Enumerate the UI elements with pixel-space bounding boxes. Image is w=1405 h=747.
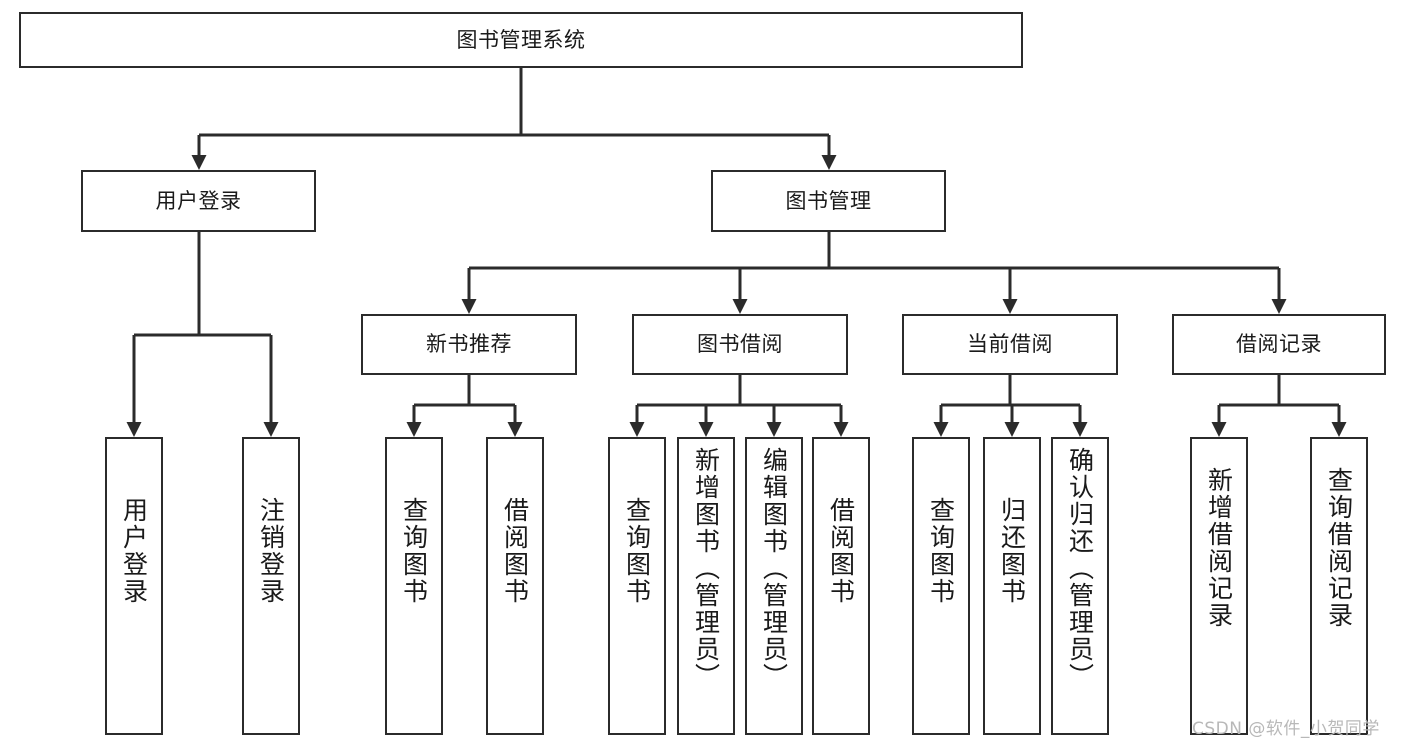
arrowhead bbox=[698, 422, 714, 437]
arrowhead bbox=[1002, 299, 1018, 314]
node-root[interactable]: 图书管理系统 bbox=[19, 12, 1023, 68]
arrowhead bbox=[933, 422, 949, 437]
arrowhead bbox=[263, 422, 279, 437]
arrowhead bbox=[1072, 422, 1088, 437]
node-label: 注销登录 bbox=[256, 497, 286, 605]
node-records[interactable]: 借阅记录 bbox=[1172, 314, 1386, 375]
node-label: 新增图书（管理员） bbox=[691, 447, 721, 690]
arrowhead bbox=[766, 422, 782, 437]
node-leaf1[interactable]: 用户登录 bbox=[105, 437, 163, 735]
node-label: 图书借阅 bbox=[697, 332, 783, 357]
arrowhead bbox=[629, 422, 645, 437]
arrowhead bbox=[821, 155, 837, 170]
node-leaf2[interactable]: 注销登录 bbox=[242, 437, 300, 735]
node-leaf11[interactable]: 确认归还（管理员） bbox=[1051, 437, 1109, 735]
arrowhead bbox=[507, 422, 523, 437]
node-label: 新书推荐 bbox=[426, 332, 512, 357]
node-borrow[interactable]: 图书借阅 bbox=[632, 314, 848, 375]
node-label: 图书管理 bbox=[785, 188, 872, 213]
arrowhead bbox=[1211, 422, 1227, 437]
node-login[interactable]: 用户登录 bbox=[81, 170, 316, 232]
node-leaf7[interactable]: 编辑图书（管理员） bbox=[745, 437, 803, 735]
node-label: 用户登录 bbox=[119, 497, 149, 605]
arrowhead bbox=[732, 299, 748, 314]
node-bookmgmt[interactable]: 图书管理 bbox=[711, 170, 946, 232]
arrowhead bbox=[461, 299, 477, 314]
node-label: 归还图书 bbox=[997, 497, 1027, 605]
node-label: 用户登录 bbox=[155, 188, 242, 213]
node-leaf9[interactable]: 查询图书 bbox=[912, 437, 970, 735]
arrowhead bbox=[833, 422, 849, 437]
node-label: 新增借阅记录 bbox=[1204, 467, 1234, 629]
arrowhead bbox=[191, 155, 207, 170]
node-current[interactable]: 当前借阅 bbox=[902, 314, 1118, 375]
arrowhead bbox=[406, 422, 422, 437]
node-leaf6[interactable]: 新增图书（管理员） bbox=[677, 437, 735, 735]
arrowhead bbox=[1331, 422, 1347, 437]
node-label: 查询图书 bbox=[399, 497, 429, 605]
watermark-label: CSDN @软件_小贺同学 bbox=[1192, 719, 1380, 739]
arrowhead bbox=[1004, 422, 1020, 437]
node-label: 图书管理系统 bbox=[456, 27, 586, 52]
node-label: 编辑图书（管理员） bbox=[759, 447, 789, 690]
node-newbooks[interactable]: 新书推荐 bbox=[361, 314, 577, 375]
arrowhead bbox=[1271, 299, 1287, 314]
node-leaf10[interactable]: 归还图书 bbox=[983, 437, 1041, 735]
node-label: 当前借阅 bbox=[967, 332, 1053, 357]
node-leaf4[interactable]: 借阅图书 bbox=[486, 437, 544, 735]
arrowhead bbox=[126, 422, 142, 437]
node-leaf13[interactable]: 查询借阅记录 bbox=[1310, 437, 1368, 735]
node-label: 查询图书 bbox=[622, 497, 652, 605]
node-label: 借阅记录 bbox=[1236, 332, 1322, 357]
node-label: 借阅图书 bbox=[500, 497, 530, 605]
node-leaf12[interactable]: 新增借阅记录 bbox=[1190, 437, 1248, 735]
node-label: 查询图书 bbox=[926, 497, 956, 605]
node-leaf5[interactable]: 查询图书 bbox=[608, 437, 666, 735]
node-label: 确认归还（管理员） bbox=[1065, 447, 1095, 690]
node-leaf3[interactable]: 查询图书 bbox=[385, 437, 443, 735]
node-leaf8[interactable]: 借阅图书 bbox=[812, 437, 870, 735]
node-label: 借阅图书 bbox=[826, 497, 856, 605]
node-label: 查询借阅记录 bbox=[1324, 467, 1354, 629]
